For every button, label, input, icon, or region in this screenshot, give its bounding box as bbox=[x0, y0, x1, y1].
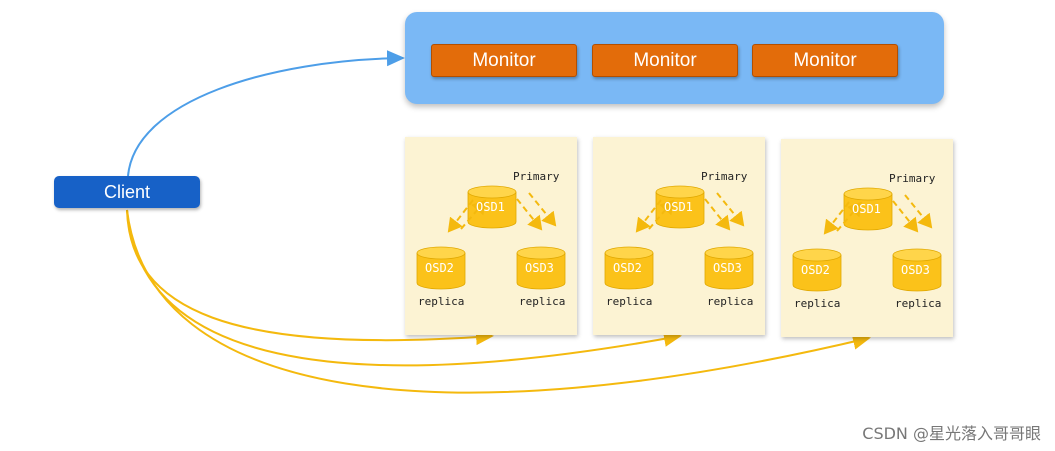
osd1-label: OSD1 bbox=[664, 200, 693, 214]
pg-box-2 bbox=[593, 137, 765, 335]
osd2-cylinder bbox=[604, 246, 654, 290]
replication-arrow bbox=[528, 192, 557, 227]
monitor-box-2: Monitor bbox=[592, 44, 738, 77]
osd3-label: OSD3 bbox=[525, 261, 554, 275]
osd3-cylinder bbox=[892, 248, 942, 292]
pg-box-1 bbox=[405, 137, 577, 335]
replication-arrow bbox=[704, 198, 731, 231]
watermark: CSDN @星光落入哥哥眼 bbox=[862, 424, 1041, 443]
primary-label: Primary bbox=[513, 170, 560, 183]
osd1-label: OSD1 bbox=[476, 200, 505, 214]
replication-arrow bbox=[648, 199, 675, 230]
replication-arrow bbox=[892, 200, 919, 233]
osd1-label: OSD1 bbox=[852, 202, 881, 216]
replication-arrow bbox=[447, 199, 474, 233]
monitor-cluster-panel: Monitor Monitor Monitor bbox=[405, 12, 944, 104]
osd2-label: OSD2 bbox=[801, 263, 830, 277]
replica-label-right: replica bbox=[895, 297, 942, 310]
replica-label-left: replica bbox=[418, 295, 465, 308]
primary-label: Primary bbox=[889, 172, 936, 185]
client-to-monitor-arrow bbox=[127, 50, 405, 177]
pg-box-3 bbox=[781, 139, 953, 337]
client-to-pg3-arrow bbox=[126, 209, 871, 394]
replication-arrow bbox=[635, 199, 662, 233]
monitor-box-3: Monitor bbox=[752, 44, 898, 77]
replication-arrow bbox=[716, 192, 745, 227]
client-node: Client bbox=[54, 176, 200, 208]
replica-label-left: replica bbox=[794, 297, 841, 310]
replica-label-left: replica bbox=[606, 295, 653, 308]
osd2-label: OSD2 bbox=[425, 261, 454, 275]
primary-label: Primary bbox=[701, 170, 748, 183]
osd2-cylinder bbox=[416, 246, 466, 290]
osd3-cylinder bbox=[704, 246, 754, 290]
replication-arrow bbox=[904, 194, 933, 229]
replication-arrow bbox=[836, 201, 863, 232]
osd2-label: OSD2 bbox=[613, 261, 642, 275]
replica-label-right: replica bbox=[707, 295, 754, 308]
osd2-cylinder bbox=[792, 248, 842, 292]
osd3-cylinder bbox=[516, 246, 566, 290]
osd3-label: OSD3 bbox=[713, 261, 742, 275]
replication-arrow bbox=[516, 198, 543, 231]
replication-arrow bbox=[823, 201, 850, 235]
replica-label-right: replica bbox=[519, 295, 566, 308]
osd3-label: OSD3 bbox=[901, 263, 930, 277]
monitor-box-1: Monitor bbox=[431, 44, 577, 77]
replication-arrow bbox=[460, 199, 487, 230]
